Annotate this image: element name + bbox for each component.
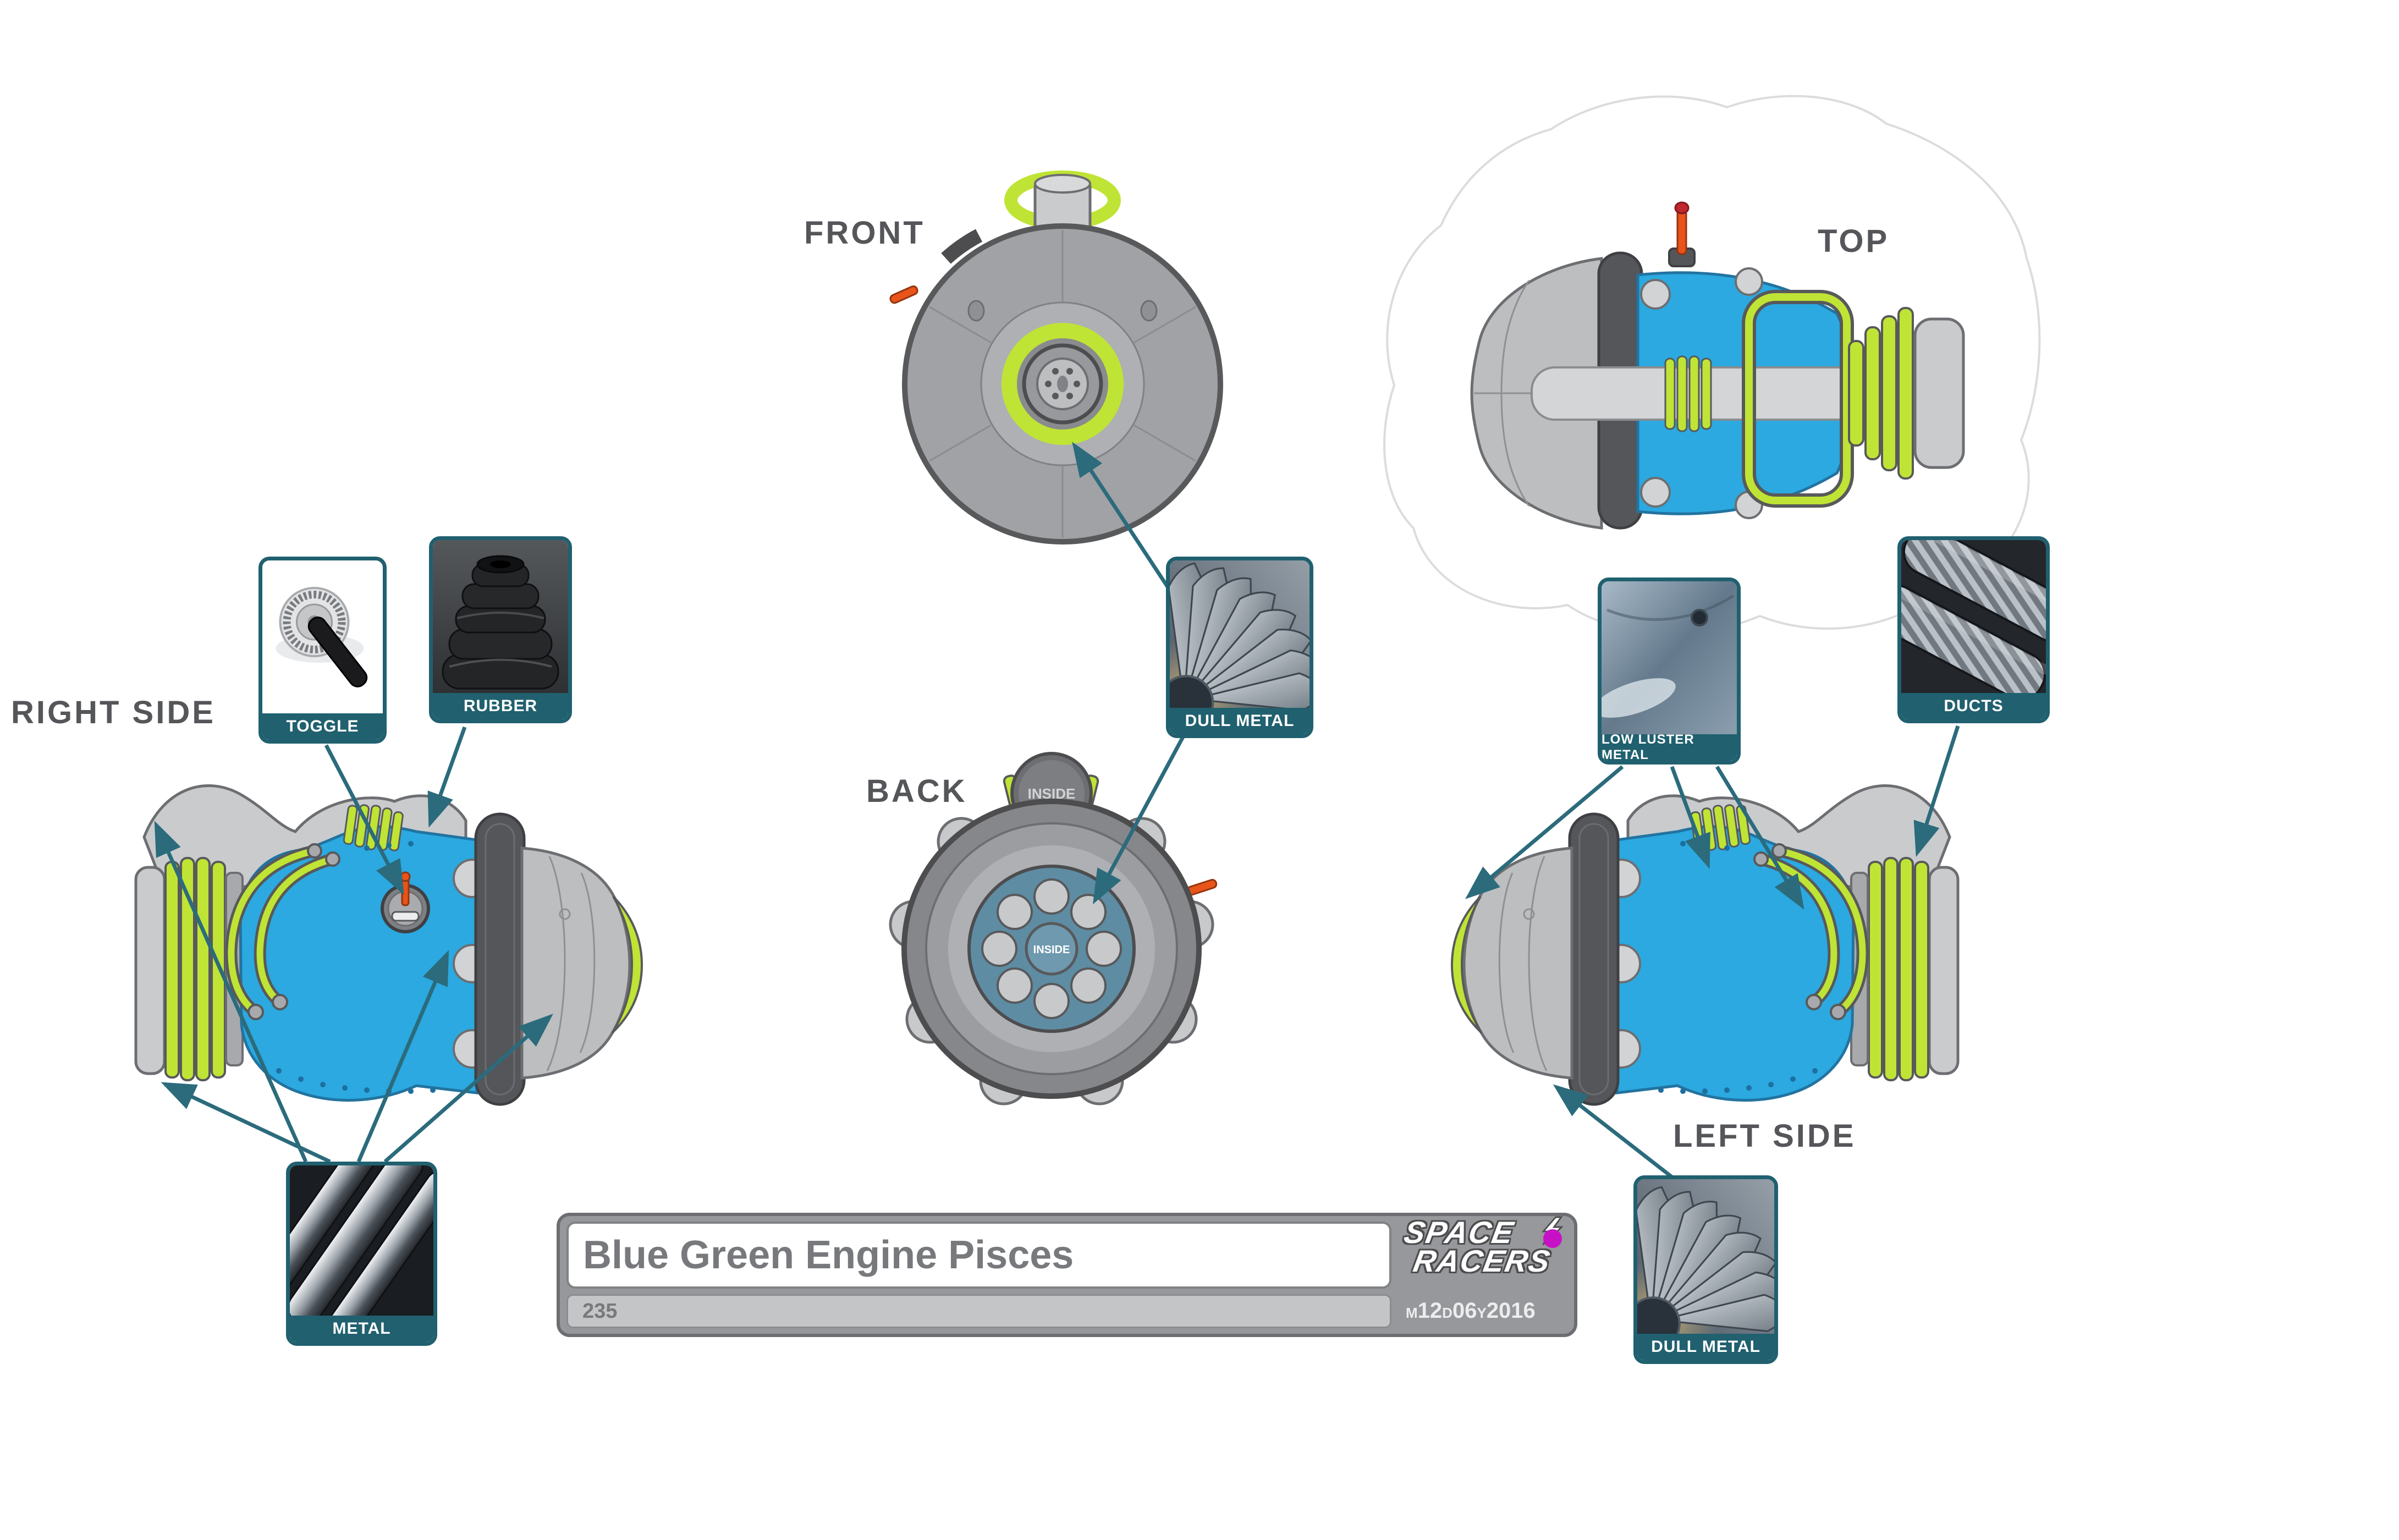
dull-metal-photo-2 xyxy=(1637,1179,1774,1334)
front-lever-orange xyxy=(889,285,918,304)
magenta-dot xyxy=(1543,1229,1562,1248)
callout-metal: METAL xyxy=(286,1162,437,1346)
callout-dull-metal-back: DULL METAL xyxy=(1633,1175,1778,1364)
date-month-label: M xyxy=(1406,1305,1418,1321)
metal-photo xyxy=(290,1165,433,1316)
back-inside-center-text: INSIDE xyxy=(1033,944,1070,956)
date-day-label: D xyxy=(1442,1305,1452,1321)
top-lime-corrugation xyxy=(1664,355,1712,432)
callout-toggle-label: TOGGLE xyxy=(262,713,383,740)
top-lever-orange xyxy=(1668,201,1696,267)
front-view-label: FRONT xyxy=(804,215,925,251)
front-view-drawing xyxy=(880,170,1243,610)
back-view-label: BACK xyxy=(866,773,967,809)
callout-dull-metal-front: DULL METAL xyxy=(1166,557,1313,738)
left-side-view-drawing xyxy=(1446,749,1963,1112)
callout-low-luster-metal: LOW LUSTER METAL xyxy=(1598,578,1741,765)
callout-ducts: DUCTS xyxy=(1897,536,2050,723)
sheet-date: M12D06Y2016 xyxy=(1406,1299,1536,1323)
sheet-title: Blue Green Engine Pisces xyxy=(583,1233,1074,1277)
callout-low-luster-metal-label: LOW LUSTER METAL xyxy=(1602,732,1737,761)
callout-ducts-label: DUCTS xyxy=(1901,693,2046,719)
logo-line-2: RACERS xyxy=(1411,1243,1554,1278)
back-lever-orange xyxy=(1186,879,1218,896)
callout-rubber-label: RUBBER xyxy=(433,693,568,719)
low-luster-metal-photo xyxy=(1602,581,1737,734)
top-end-cap xyxy=(1913,317,1965,469)
dull-metal-photo xyxy=(1170,560,1309,708)
title-box: Blue Green Engine Pisces xyxy=(566,1222,1391,1289)
rubber-photo xyxy=(433,540,568,693)
date-year: 2016 xyxy=(1486,1299,1536,1323)
callout-rubber: RUBBER xyxy=(429,536,572,723)
callout-dull-metal-back-label: DULL METAL xyxy=(1637,1334,1774,1360)
ducts-photo xyxy=(1901,540,2046,693)
front-dark-patch xyxy=(941,229,983,264)
callout-dull-metal-front-label: DULL METAL xyxy=(1170,708,1309,734)
date-year-label: Y xyxy=(1477,1305,1487,1321)
top-view-drawing xyxy=(1364,77,2062,654)
toggle-photo xyxy=(262,560,383,713)
sheet-number-box: 235 xyxy=(566,1294,1391,1328)
callout-metal-label: METAL xyxy=(290,1316,433,1342)
callout-toggle: TOGGLE xyxy=(258,557,387,744)
right-side-view-drawing xyxy=(130,749,647,1112)
sheet-number: 235 xyxy=(582,1299,618,1323)
top-view-label: TOP xyxy=(1818,223,1890,259)
date-month: 12 xyxy=(1417,1299,1443,1323)
top-bellows xyxy=(1848,307,1914,480)
left-side-view-label: LEFT SIDE xyxy=(1673,1118,1856,1154)
date-day: 06 xyxy=(1452,1299,1477,1323)
right-side-view-label: RIGHT SIDE xyxy=(11,695,216,730)
toggle-switch xyxy=(381,871,430,933)
title-block: Blue Green Engine Pisces 235 SPACE RACER… xyxy=(557,1213,1577,1337)
back-port-circles xyxy=(981,878,1122,1019)
